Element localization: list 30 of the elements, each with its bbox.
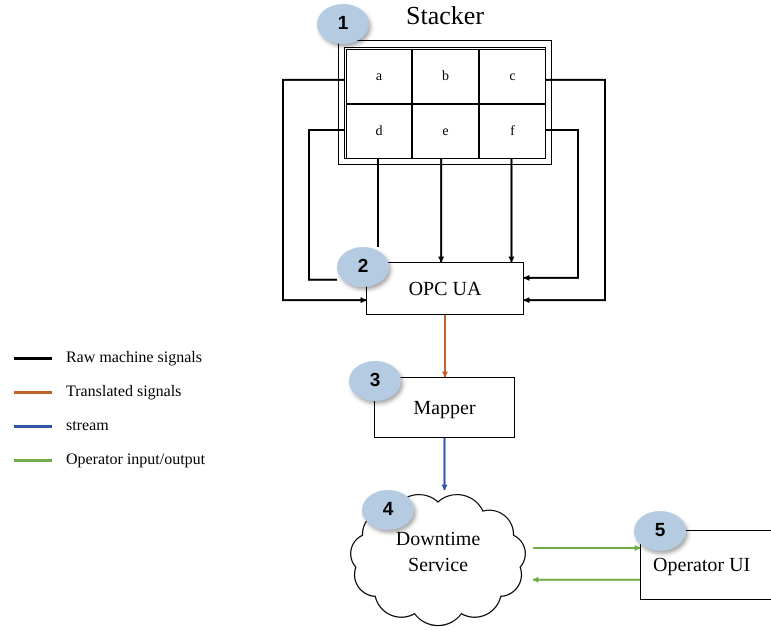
- grid-cell: f: [479, 104, 546, 159]
- stacker-heading: Stacker: [406, 3, 484, 29]
- process-box: [366, 262, 524, 315]
- legend-label: Operator input/output: [66, 450, 206, 470]
- legend-label: Translated signals: [66, 382, 182, 402]
- grid-cell: b: [412, 49, 479, 104]
- arrow: [523, 78, 606, 304]
- arrow: [438, 158, 444, 263]
- callout-number: 5: [634, 511, 686, 551]
- node-label: Operator UI: [653, 553, 750, 578]
- node-label: Mapper: [413, 396, 476, 420]
- grid-cell: c: [479, 49, 546, 104]
- arrow: [533, 544, 641, 551]
- arrow: [523, 128, 579, 281]
- arrow: [508, 158, 514, 263]
- grid-cell: a: [346, 49, 412, 104]
- arrow: [442, 438, 448, 491]
- grid-cell: d: [346, 104, 412, 159]
- arrow: [442, 315, 448, 378]
- grid-cell: e: [412, 104, 479, 159]
- callout-number: 4: [362, 490, 414, 530]
- node-label: OPC UA: [408, 276, 482, 302]
- legend-label: Raw machine signals: [66, 348, 202, 368]
- arrow: [282, 78, 367, 304]
- legend-label: stream: [66, 416, 109, 436]
- arrow: [532, 576, 640, 583]
- callout-number: 2: [337, 247, 389, 287]
- callout-number: 3: [349, 361, 401, 401]
- node-label: Downtime Service: [394, 527, 482, 578]
- callout-number: 1: [317, 4, 369, 44]
